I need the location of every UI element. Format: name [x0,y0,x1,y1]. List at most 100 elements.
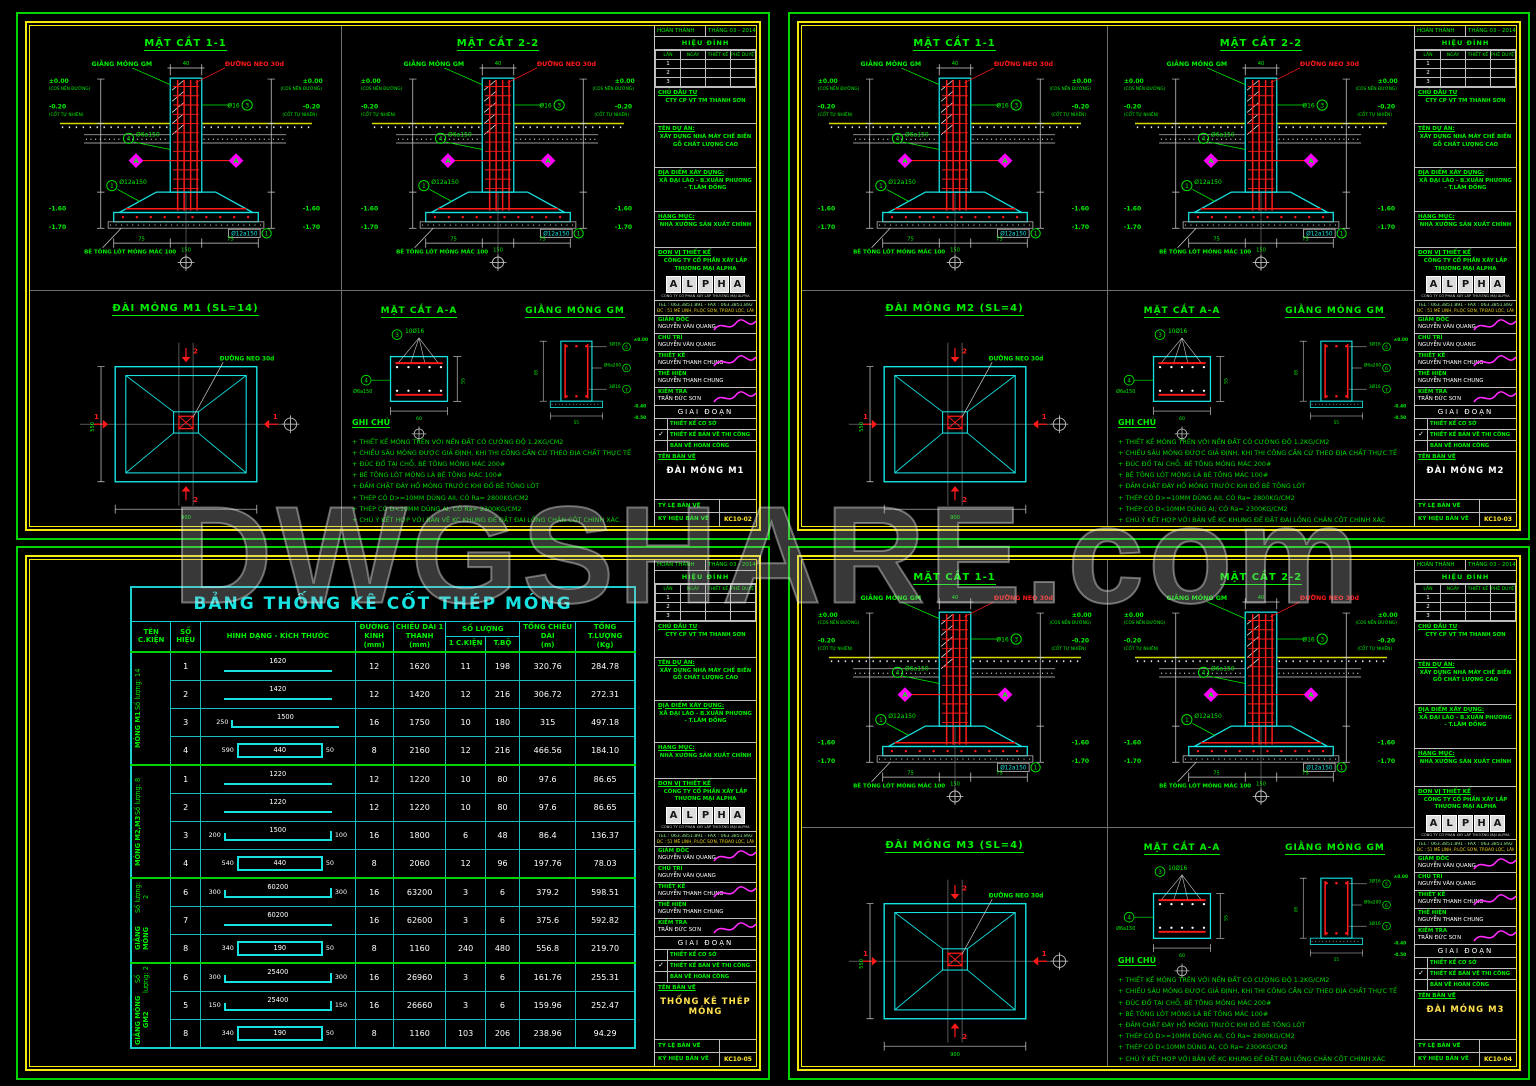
table-cell: 94.29 [575,1018,636,1048]
address-line: ĐC : 51 MÊ LINH, P.LỘC SƠN, TP.BẢO LỘC, … [657,307,754,313]
signature [1473,893,1517,906]
drawing-name-section: TÊN BẢN VẼ ĐÀI MÓNG M3 [1415,989,1516,1039]
table-cell: 16 [354,707,394,737]
completion-date: THÁNG 03 - 2014 [1468,28,1516,34]
stage-check: ✓ [655,429,668,440]
code-label: KÝ HIỆU BẢN VẼ [1418,1056,1469,1063]
project-label: TÊN DỰ ÁN: [658,126,695,133]
cell-section-1-1: MẶT CẮT 1-1 [30,26,342,291]
table-cell: 7 [170,905,202,935]
person-role: THIẾT KẾ [658,883,686,890]
tie-beam-block: GIẰNG MÓNG GM [1256,296,1414,416]
person-name: TRẦN ĐỨC SƠN [658,926,702,933]
table-cell: 78.03 [575,848,636,878]
rev-empty [705,611,731,621]
contact-section: TEL : 063.3851.891 - FAX : 063.3851.892 … [655,830,756,846]
table-cell: 592.82 [575,905,636,935]
rev-col: THIẾT KẾ [705,50,731,60]
table-cell: 97.6 [519,763,577,794]
signature [1473,318,1517,331]
table-cell: 8 [170,933,202,963]
bar-shape: 60200 [223,883,332,898]
shape-right-dim: 100 [334,831,348,839]
drawing-code: KC10-04 [1479,1053,1516,1067]
person-name: NGUYỄN VĂN QUANG [1418,341,1476,348]
person-name: TRẦN ĐỨC SƠN [658,395,702,402]
group-qty: Số lượng: 2 [134,881,150,913]
investor-label: CHỦ ĐẦU TƯ [658,624,698,630]
table-cell: 6 [484,961,521,992]
scale-label: TỶ LỆ BẢN VẼ [658,1043,701,1050]
table-cell: 2 [170,679,202,709]
shape-main-dim: 1500 [269,826,287,834]
table-cell: 103 [445,1018,486,1048]
rev-empty [1490,593,1516,603]
rev-empty [730,68,756,78]
stage-check [1415,957,1428,968]
stage-label: BẢN VẼ HOÀN CÔNG [670,442,730,449]
detail-sections-row: MẶT CẮT A-A GIẰNG MÓNG GM [1108,833,1414,954]
table-cell: 26660 [392,990,447,1020]
table-cell: 320.76 [519,650,577,681]
rev-empty [705,59,731,69]
stage-label: BẢN VẼ HOÀN CÔNG [670,973,730,980]
rev-row-no: 1 [655,593,681,603]
signature [1473,857,1517,870]
stage-check [1415,979,1428,990]
person-name: NGUYỄN THANH CHUNG [658,359,724,366]
person-name: NGUYỄN VĂN QUANG [658,341,716,348]
signature [713,921,757,934]
person-role: KIỂM TRA [1418,388,1448,395]
table-cell: 238.96 [519,1018,577,1048]
rev-row-no: 3 [1415,77,1441,87]
project-value: XÂY DỰNG NHÀ MÁY CHẾ BIẾN GỖ CHẤT LƯỢNG … [1419,669,1512,683]
shape-right-dim: 150 [334,1001,348,1009]
rev-row-no: 1 [655,59,681,69]
note-line: + ĐÚC ĐỔ TẠI CHỖ, BÊ TÔNG MÓNG MÁC 200# [352,460,506,468]
col-no: SỐ HIỆU [170,621,202,652]
scale-row: TỶ LỆ BẢN VẼ [655,499,756,512]
note-line: + THÉP CÓ D<10MM DÙNG AI, CÓ Ra= 2300KG/… [1118,1043,1288,1052]
table-cell: 284.78 [575,650,636,681]
table-cell: 8 [354,848,394,878]
project-value: XÂY DỰNG NHÀ MÁY CHẾ BIẾN GỖ CHẤT LƯỢNG … [1419,134,1512,148]
table-cell: 480 [484,933,521,963]
titleblock-completion-row: HOÀN THÀNH THÁNG 03 - 2014 [1415,560,1516,571]
drawing-name: ĐÀI MÓNG M3 [1426,1004,1505,1015]
table-cell: 16 [354,990,394,1020]
stage-label: THIẾT KẾ CƠ SỞ [670,951,717,958]
person-role: CHỦ TRÌ [1418,334,1443,341]
shape-main-dim: 1420 [269,685,287,693]
code-label: KÝ HIỆU BẢN VẼ [658,516,709,522]
table-cell: 306.72 [519,679,577,709]
alpha-logo: A L P H A [1418,814,1513,832]
pile-cap-plan [829,318,1081,526]
shape-left-dim: 300 [208,973,221,981]
person-role: GIÁM ĐỐC [1418,316,1449,323]
stage-row: THIẾT KẾ CƠ SỞ [1415,956,1516,968]
rev-empty [1465,602,1491,612]
col-shape: HÌNH DẠNG - KÍCH THƯỚC [200,621,356,652]
notes-title: GHI CHÚ [1118,417,1157,428]
designer-section: ĐƠN VỊ THIẾT KẾ CÔNG TY CỔ PHẦN XÂY LẮP … [1415,247,1516,300]
drawing-name: ĐÀI MÓNG M2 [1426,465,1505,476]
col-len: CHIỀU DÀI 1 THANH(mm) [392,621,447,652]
stage-check [655,949,668,960]
signature [713,885,757,898]
table-cell: 16 [354,905,394,935]
table-cell: 12 [445,848,486,878]
table-cell: 180 [484,707,521,737]
table-cell: 12 [445,679,486,709]
item-section: HẠNG MỤC: NHÀ XƯỞNG SẢN XUẤT CHÍNH [1415,210,1516,247]
